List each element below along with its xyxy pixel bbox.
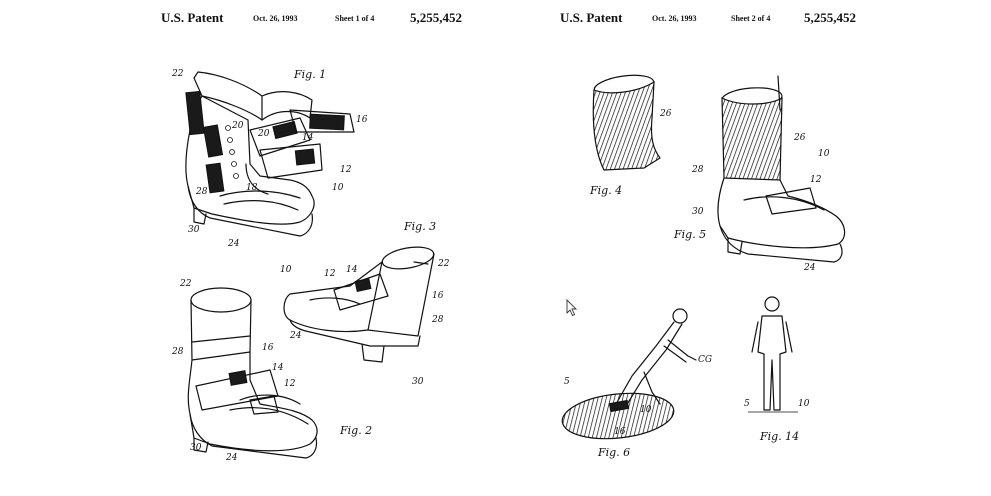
mouse-pointer-icon [566,298,578,317]
patent-date: Oct. 26, 1993 [652,14,697,23]
ref-28: 28 [431,315,444,325]
ref-28: 28 [171,347,184,357]
figure-3-label: Fig. 3 [403,220,436,233]
sheet-number: Sheet 1 of 4 [335,14,375,23]
sheet-2-drawings: 26 26 10 28 12 30 24 CG 5 10 16 5 10 Fig… [561,74,846,459]
patent-number: 5,255,452 [410,10,462,25]
ref-14: 14 [272,363,284,373]
ref-14: 14 [346,265,358,275]
ref-22: 22 [179,279,192,289]
ref-16: 16 [356,115,368,125]
ref-12: 12 [340,165,352,175]
figure-2-label: Fig. 2 [339,424,372,437]
patent-sheet-2: U.S. Patent Oct. 26, 1993 Sheet 2 of 4 5… [548,0,878,496]
figure-14-label: Fig. 14 [759,430,799,443]
ref-12: 12 [324,269,336,279]
patent-number: 5,255,452 [804,10,856,25]
fig-3-boot-drawing [283,246,435,363]
fig-2-boot-drawing [187,287,318,459]
ref-30: 30 [190,443,202,453]
patent-label: U.S. Patent [161,10,224,25]
ref-10: 10 [280,265,292,275]
ref-10: 10 [332,183,344,193]
ref-30: 30 [188,225,200,235]
fig-1-boot-drawing [185,71,355,237]
sheet-number: Sheet 2 of 4 [731,14,771,23]
ref-24: 24 [227,239,240,249]
ref-14: 14 [302,133,314,143]
patent-sheet-1: U.S. Patent Oct. 26, 1993 Sheet 1 of 4 5… [150,0,480,496]
ref-20: 20 [231,121,244,131]
ref-28: 28 [195,187,208,197]
ref-26: 26 [659,109,672,119]
ref-24: 24 [803,263,816,273]
ref-5: 5 [564,377,570,387]
fig-4-sleeve-drawing [592,74,661,171]
figure-6-label: Fig. 6 [597,446,630,459]
ref-22: 22 [437,259,450,269]
ref-28: 28 [691,165,704,175]
ref-cg: CG [698,355,712,365]
fig-5-boot-drawing [717,75,846,263]
ref-10: 10 [818,149,830,159]
ref-30: 30 [412,377,424,387]
ref-22: 22 [171,69,184,79]
ref-20: 20 [257,129,270,139]
figure-4-label: Fig. 4 [589,184,622,197]
ref-26: 26 [793,133,806,143]
ref-10: 10 [640,405,652,415]
ref-30: 30 [692,207,704,217]
ref-24: 24 [225,453,238,463]
ref-16: 16 [262,343,274,353]
fig-14-standing-figure-drawing [748,296,798,413]
ref-16: 16 [614,427,626,437]
fig-6-leaning-figure-drawing [561,308,697,440]
sheet-1-drawings: 22 20 20 14 16 12 18 28 10 30 24 22 28 1… [171,68,450,463]
ref-12: 12 [810,175,822,185]
ref-12: 12 [284,379,296,389]
ref-16: 16 [432,291,444,301]
figure-1-label: Fig. 1 [293,68,326,81]
figure-5-label: Fig. 5 [673,228,706,241]
ref-5: 5 [744,399,750,409]
patent-label: U.S. Patent [560,10,623,25]
ref-24: 24 [289,331,302,341]
patent-date: Oct. 26, 1993 [253,14,298,23]
ref-18: 18 [246,183,258,193]
ref-10: 10 [798,399,810,409]
